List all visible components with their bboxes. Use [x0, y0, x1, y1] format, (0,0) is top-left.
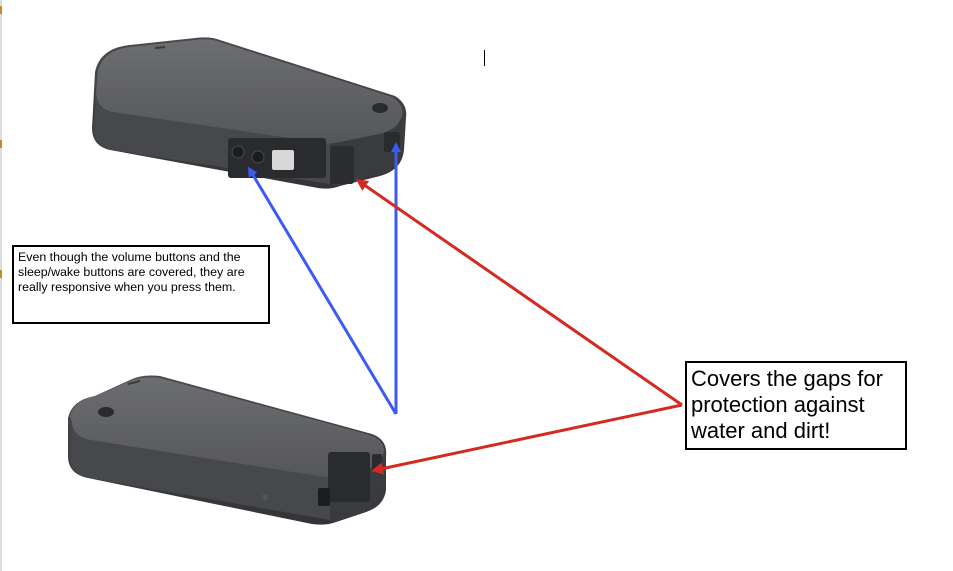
buttons-note-textbox: Even though the volume buttons and the s… — [12, 245, 270, 324]
phone-case-top-image — [92, 37, 407, 189]
edge-marker — [0, 6, 2, 14]
gaps-note-text: Covers the gaps for protection against w… — [691, 366, 883, 443]
red-arrow-bottom-gap — [371, 403, 683, 475]
blue-arrow-volume — [247, 166, 398, 415]
red-arrow-top-gap — [355, 179, 683, 407]
text-cursor — [484, 50, 485, 66]
window-left-edge — [0, 0, 2, 571]
edge-marker — [0, 140, 2, 148]
buttons-note-text: Even though the volume buttons and the s… — [18, 250, 245, 294]
edge-marker — [0, 270, 2, 278]
gaps-note-textbox: Covers the gaps for protection against w… — [685, 361, 907, 450]
phone-case-bottom-image — [68, 375, 387, 525]
